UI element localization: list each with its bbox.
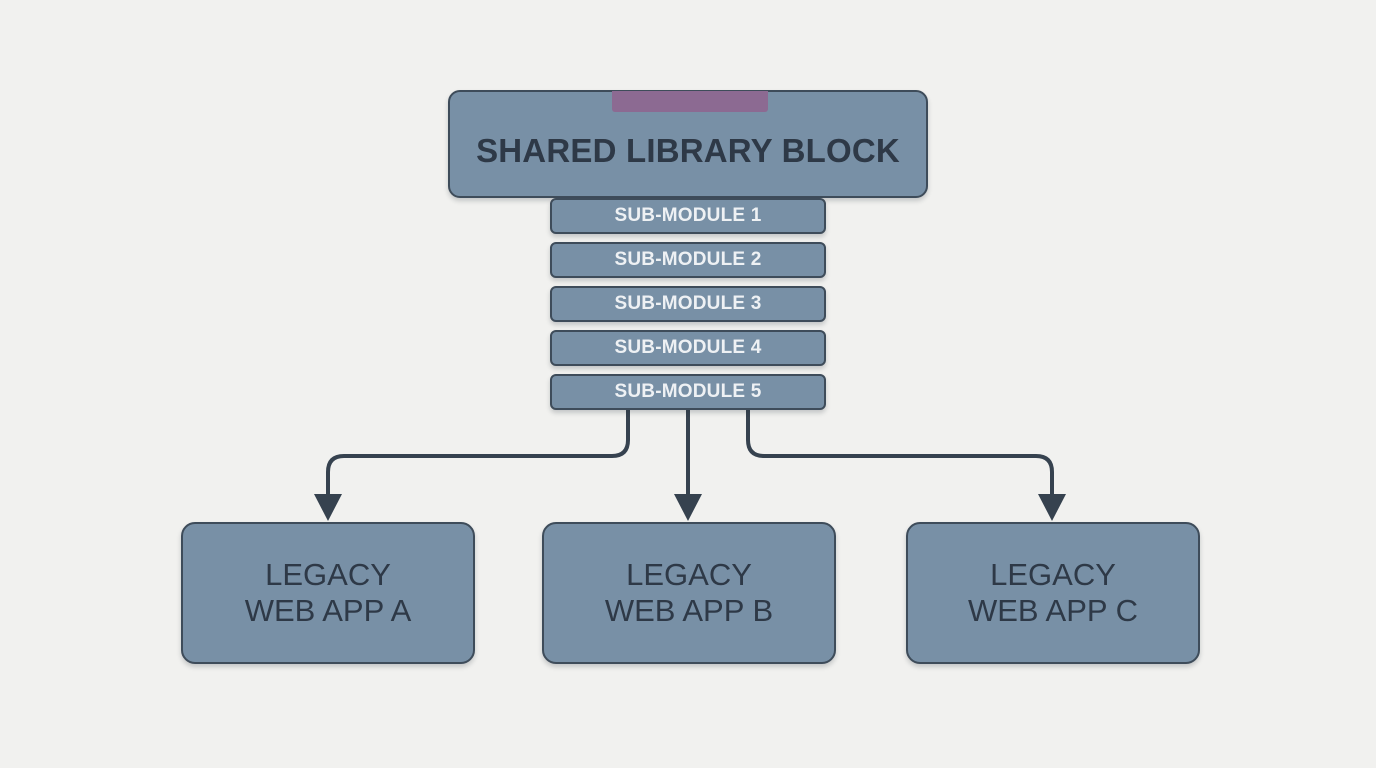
connector-to-app-a <box>326 408 630 500</box>
app-b-line-2: WEB APP B <box>604 593 774 628</box>
arrowhead-app-c <box>1038 494 1066 521</box>
app-c-line-1: LEGACY <box>990 557 1116 592</box>
arrowhead-app-b <box>674 494 702 521</box>
submodule-1: SUB-MODULE 1 <box>550 198 826 234</box>
arrowhead-app-a <box>314 494 342 521</box>
submodule-4: SUB-MODULE 4 <box>550 330 826 366</box>
app-b-line-1: LEGACY <box>626 557 752 592</box>
submodule-2: SUB-MODULE 2 <box>550 242 826 278</box>
shared-library-tab <box>612 91 768 112</box>
app-a-line-1: LEGACY <box>265 557 391 592</box>
submodule-5: SUB-MODULE 5 <box>550 374 826 410</box>
app-c-line-2: WEB APP C <box>968 593 1138 628</box>
legacy-web-app-c: LEGACY WEB APP C <box>906 522 1200 664</box>
connector-to-app-c <box>746 408 1054 500</box>
shared-library-block: SHARED LIBRARY BLOCK <box>448 90 928 198</box>
legacy-web-app-b: LEGACY WEB APP B <box>542 522 836 664</box>
submodule-3: SUB-MODULE 3 <box>550 286 826 322</box>
shared-library-title: SHARED LIBRARY BLOCK <box>476 132 900 169</box>
app-a-line-2: WEB APP A <box>244 593 412 628</box>
legacy-web-app-a: LEGACY WEB APP A <box>181 522 475 664</box>
